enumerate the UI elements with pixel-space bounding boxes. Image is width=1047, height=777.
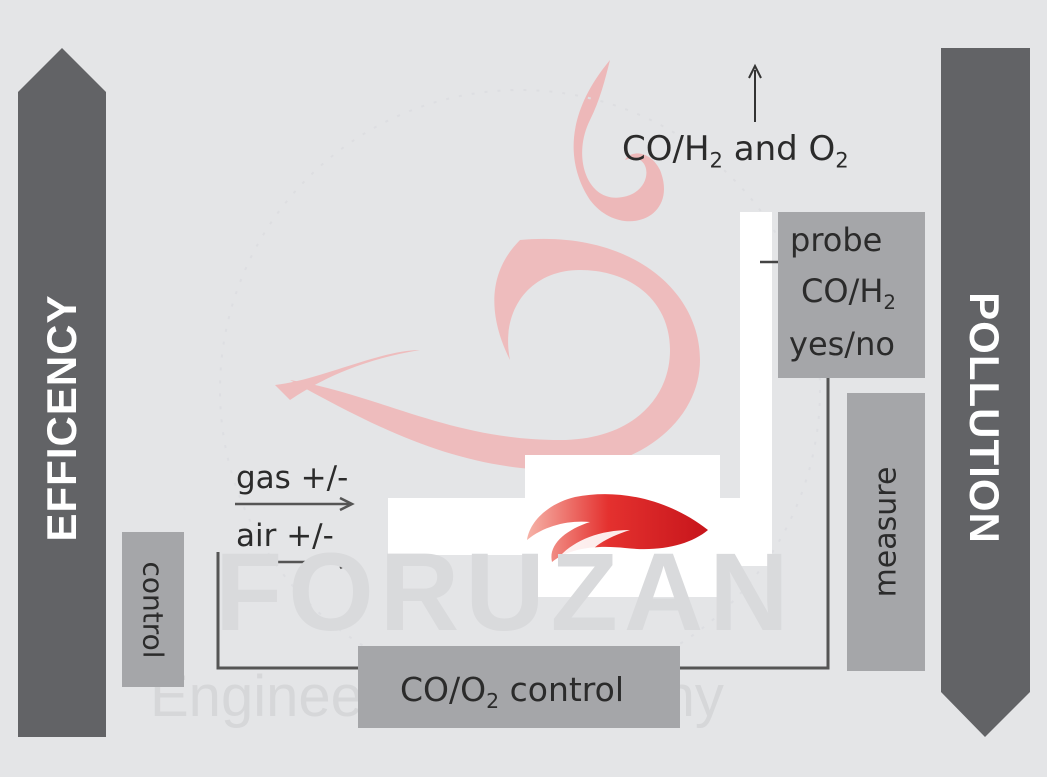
probe-gas-label: CO/H2	[801, 272, 896, 314]
pollution-arrow	[941, 48, 1030, 737]
gas-arrow	[235, 496, 355, 512]
pollution-label: POLLUTION	[961, 292, 1008, 544]
air-arrow	[235, 554, 355, 570]
probe-result-label: yes/no	[789, 325, 895, 363]
air-label: air +/-	[236, 518, 334, 554]
exhaust-label: CO/H2 and O2	[622, 129, 849, 173]
probe-label: probe	[790, 221, 883, 259]
gas-label: gas +/-	[236, 460, 349, 496]
co-o2-control-box	[358, 646, 680, 728]
watermark-logo	[219, 60, 821, 691]
measure-box	[847, 393, 925, 671]
flame-icon	[527, 494, 708, 562]
control-wire	[216, 552, 358, 670]
control-box	[122, 532, 184, 687]
co-o2-control-label: CO/O2 control	[400, 670, 625, 714]
measure-wire	[680, 378, 830, 670]
efficiency-arrow	[18, 48, 106, 737]
control-label: control	[136, 561, 170, 659]
probe-box	[778, 212, 925, 378]
measure-label: measure	[868, 466, 904, 598]
efficiency-label: EFFICENCY	[38, 294, 85, 542]
watermark-name: FORUZAN	[215, 531, 795, 654]
